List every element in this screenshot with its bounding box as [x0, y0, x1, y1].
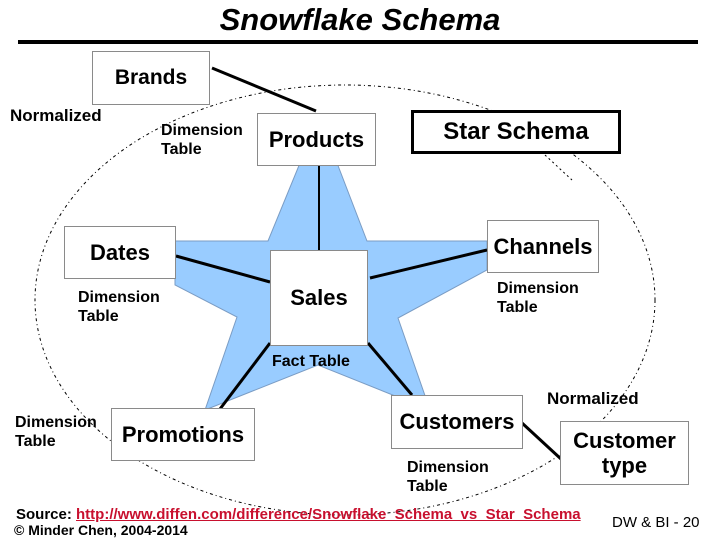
table-brands[interactable]: Brands [92, 51, 210, 105]
table-customer-type[interactable]: Customer type [560, 421, 689, 485]
label-normalized-bottom: Normalized [547, 389, 639, 408]
page-title: Snowflake Schema [219, 2, 501, 37]
star-schema-pointer [544, 154, 573, 181]
label-dimension-channels: Dimension Table [497, 280, 579, 317]
copyright: © Minder Chen, 2004-2014 [14, 522, 188, 538]
label-dimension-customers: Dimension Table [407, 459, 489, 496]
table-sales[interactable]: Sales [270, 250, 368, 346]
source-link[interactable]: http://www.diffen.com/difference/Snowfla… [76, 506, 581, 523]
source-label: Source: [16, 506, 77, 523]
label-dimension-products: Dimension Table [161, 122, 243, 159]
table-products[interactable]: Products [257, 113, 376, 166]
label-dimension-promotions: Dimension Table [15, 414, 97, 451]
link-promotions-sales [218, 342, 272, 410]
star-schema-label: Star Schema [411, 110, 621, 154]
table-customers[interactable]: Customers [391, 395, 523, 449]
label-normalized-top: Normalized [10, 106, 102, 125]
label-dimension-dates: Dimension Table [78, 289, 160, 326]
link-customers-customertype [520, 421, 563, 461]
source-line: Source: http://www.diffen.com/difference… [16, 506, 581, 523]
link-dates-sales [175, 254, 271, 284]
title-underline [18, 40, 698, 44]
link-brands-products [211, 66, 317, 113]
page-number: DW & BI - 20 [612, 514, 700, 531]
table-promotions[interactable]: Promotions [111, 408, 255, 461]
star-schema-boundary [34, 84, 656, 516]
table-dates[interactable]: Dates [64, 226, 176, 279]
label-fact-table: Fact Table [272, 353, 350, 370]
table-channels[interactable]: Channels [487, 220, 599, 273]
link-channels-sales [369, 248, 488, 280]
link-customers-sales [366, 342, 414, 396]
